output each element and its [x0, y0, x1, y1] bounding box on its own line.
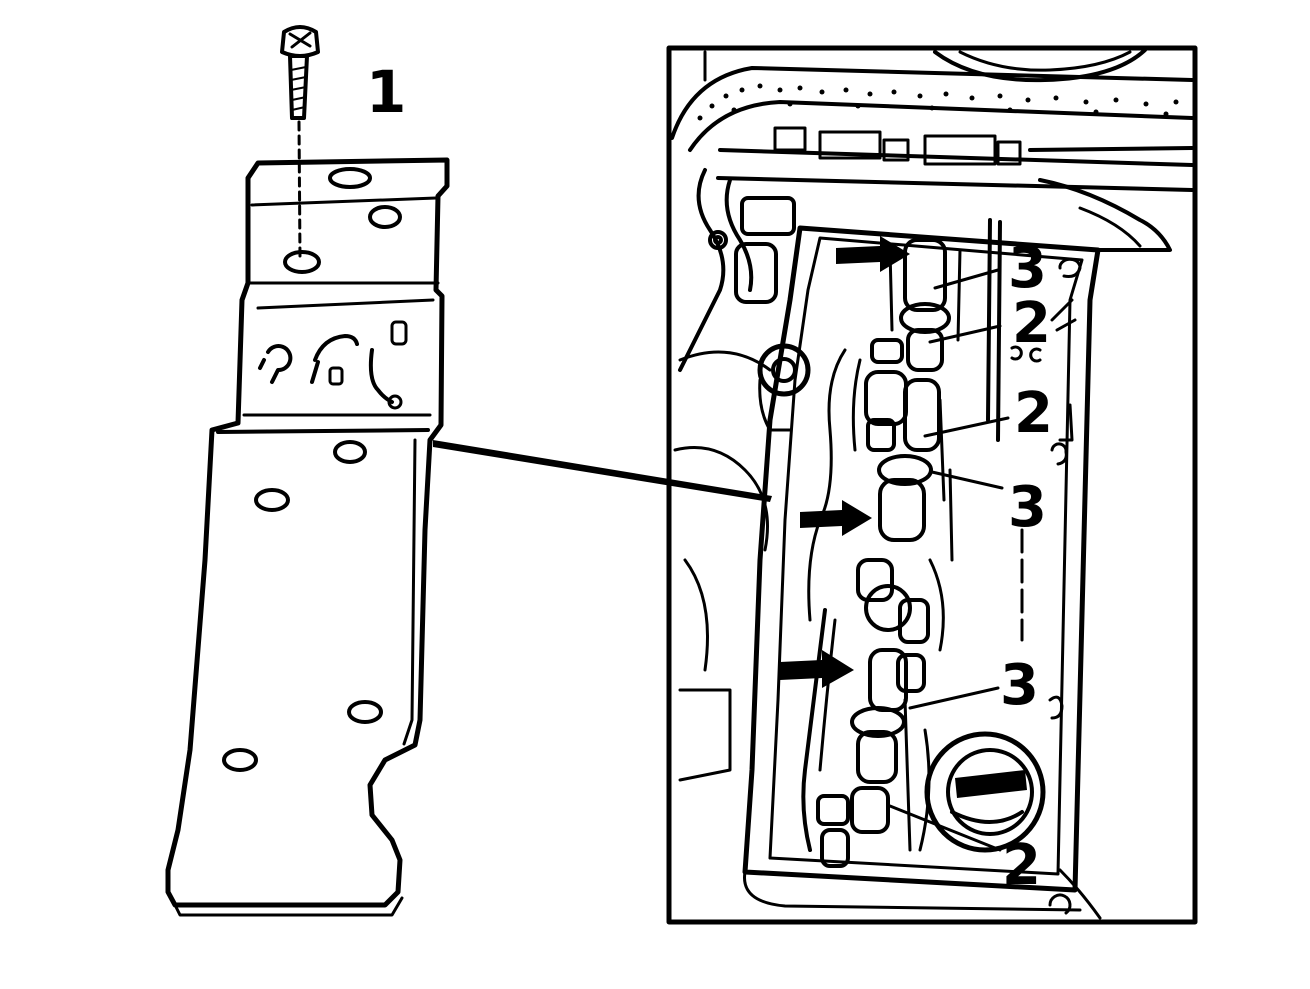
leader-line [433, 440, 772, 502]
injector-2 [864, 370, 954, 562]
engine-closeup-panel [666, 45, 1198, 925]
callout-2-upper-a: 2 [1012, 291, 1051, 356]
injector-4 [816, 648, 931, 868]
cylinder-head-cover [742, 178, 1172, 920]
callout-2-lower: 2 [1002, 833, 1041, 898]
fuel-injector-rail [801, 218, 1002, 868]
callout-3-upper: 3 [1008, 236, 1047, 301]
left-hoses [673, 168, 796, 782]
connector-strip [716, 126, 1194, 192]
oil-filler-cap [924, 731, 1046, 853]
arrow-right-icon [836, 236, 910, 272]
arrow-right-icon [780, 650, 854, 688]
callout-3-middle: 3 [1008, 475, 1047, 540]
engine-cover-plate [165, 25, 450, 917]
callout-leaders [888, 268, 1010, 852]
injector-3 [856, 558, 945, 652]
arrow-right-icon [800, 500, 872, 536]
callout-2-upper-b: 2 [1014, 381, 1053, 446]
callout-3-lower: 3 [1000, 653, 1039, 718]
callout-1: 1 [366, 58, 406, 126]
cover-bolt [280, 25, 320, 260]
gasket-band [670, 48, 1194, 152]
